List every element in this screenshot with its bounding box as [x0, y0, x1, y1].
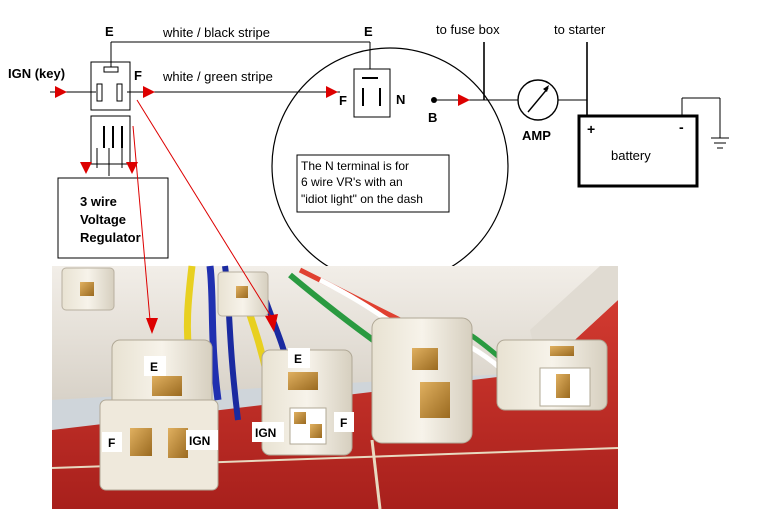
relay-ign-pin	[96, 83, 103, 102]
wire-label-green: white / green stripe	[162, 69, 273, 84]
amp-label: AMP	[522, 128, 551, 143]
b-label: B	[428, 110, 437, 125]
f-label-relay: F	[134, 68, 142, 83]
regulator-line-1: 3 wire	[80, 194, 117, 209]
photo-f1: F	[108, 436, 115, 450]
regulator-line-3: Regulator	[80, 230, 141, 245]
battery-label: battery	[611, 148, 651, 163]
e-label-right: E	[364, 24, 373, 39]
note-line-3: "idiot light" on the dash	[301, 192, 423, 206]
leader-line-1	[132, 125, 151, 321]
note-line-1: The N terminal is for	[301, 159, 409, 173]
photo-ign2: IGN	[255, 426, 276, 440]
to-fuse-box-label: to fuse box	[436, 22, 500, 37]
wire-label-black: white / black stripe	[162, 25, 270, 40]
b-terminal	[431, 97, 437, 103]
ign-key-label: IGN (key)	[8, 66, 65, 81]
note-box	[296, 154, 450, 213]
e-label-left: E	[105, 24, 114, 39]
battery-plus: +	[587, 121, 595, 137]
regulator-line-2: Voltage	[80, 212, 126, 227]
alternator-connector	[353, 68, 391, 118]
relay-f-pin	[116, 83, 123, 102]
relay-e-pin	[103, 66, 119, 73]
battery-minus: -	[679, 119, 684, 135]
regulator-box	[57, 177, 169, 259]
note-line-2: 6 wire VR's with an	[301, 175, 403, 189]
photo-e1: E	[150, 360, 158, 374]
connector-photo	[51, 265, 619, 510]
photo-ign1: IGN	[189, 434, 210, 448]
photo-f2: F	[340, 416, 347, 430]
n-label-alt: N	[396, 92, 405, 107]
to-starter-label: to starter	[554, 22, 606, 37]
battery-box	[577, 114, 699, 188]
leader-line-2	[136, 99, 273, 319]
photo-e2: E	[294, 352, 302, 366]
f-label-alt: F	[339, 93, 347, 108]
